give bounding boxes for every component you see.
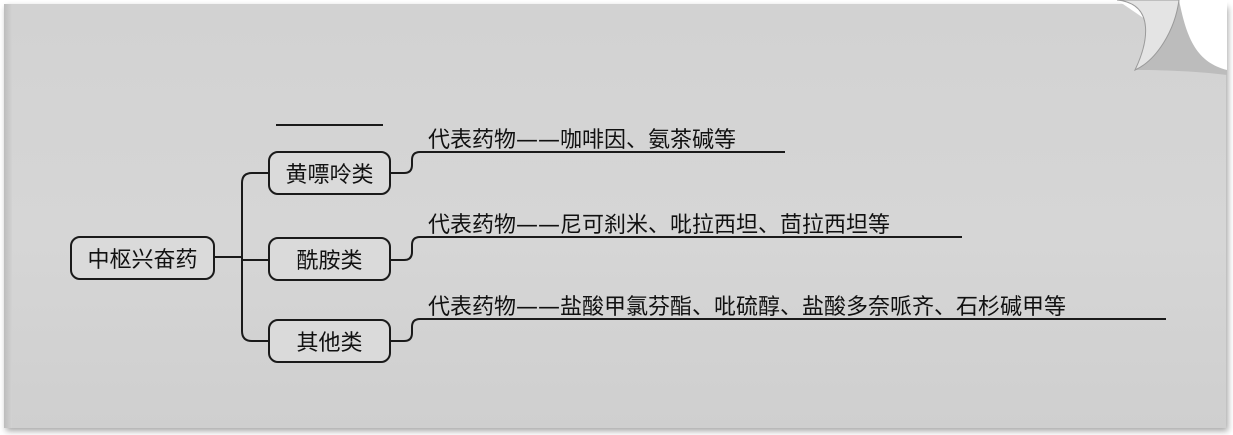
- category-label: 酰胺类: [296, 249, 363, 274]
- category-node-2: 其他类: [268, 319, 391, 363]
- page-curl-icon: [1117, 0, 1227, 75]
- category-label: 黄嘌呤类: [285, 163, 374, 188]
- paper-background: [4, 4, 1226, 428]
- paper-torn-edge: [4, 4, 12, 428]
- category-node-1: 酰胺类: [268, 237, 391, 281]
- connector-cat-1: [391, 236, 962, 261]
- branch-trunk: [241, 172, 268, 342]
- root-label: 中枢兴奋药: [87, 248, 198, 273]
- root-node: 中枢兴奋药: [70, 236, 215, 280]
- connector-cat-0: [391, 151, 785, 174]
- connector-cat-2: [391, 318, 1166, 342]
- representative-text-2: 代表药物——盐酸甲氯芬酯、吡硫醇、盐酸多奈哌齐、石杉碱甲等: [428, 295, 1067, 320]
- category-label: 其他类: [296, 331, 363, 356]
- category-node-0: 黄嘌呤类: [268, 151, 391, 195]
- representative-text-1: 代表药物——尼可刹米、吡拉西坦、茴拉西坦等: [428, 213, 891, 238]
- representative-text-0: 代表药物——咖啡因、氨茶碱等: [428, 128, 737, 153]
